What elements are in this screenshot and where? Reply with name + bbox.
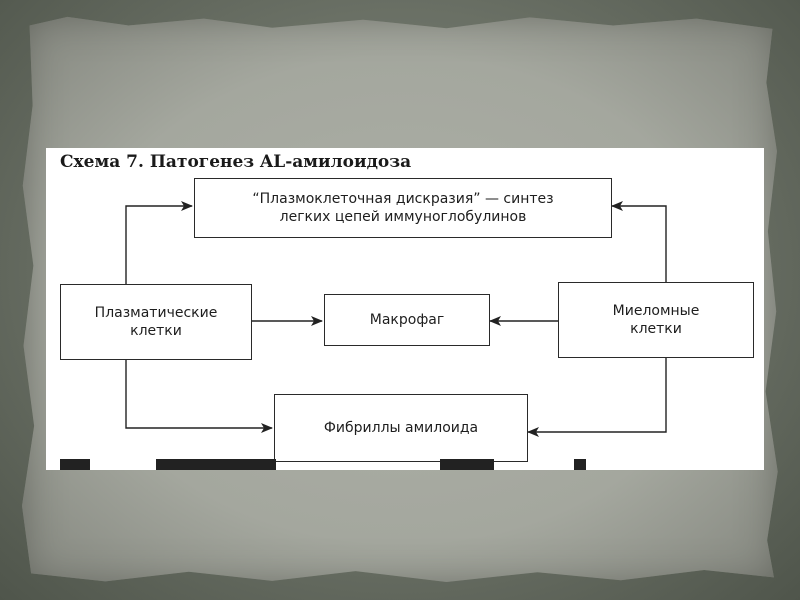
edge-myeloma-to-fibrils bbox=[527, 358, 667, 437]
node-dyscrasia-line-1: “Плазмоклеточная дискразия” — синтез bbox=[252, 190, 554, 207]
node-dyscrasia: “Плазмоклеточная дискразия” — синтез лег… bbox=[194, 178, 612, 238]
node-fibrils: Фибриллы амилоида bbox=[274, 394, 528, 462]
node-macrophage: Макрофаг bbox=[324, 294, 490, 346]
cropped-text-line bbox=[60, 459, 620, 470]
node-plasma-cells-line-1: Плазматические bbox=[94, 304, 218, 321]
node-myeloma-cells-line-2: клетки bbox=[630, 321, 682, 337]
diagram-figure: Схема 7. Патогенез AL-амилоидоза “Плазмо… bbox=[46, 148, 764, 470]
node-plasma-cells-line-2: клетки bbox=[130, 323, 182, 339]
edge-myeloma-to-dyscrasia bbox=[611, 201, 667, 282]
node-macrophage-line-1: Макрофаг bbox=[369, 311, 445, 328]
edge-plasma-to-dyscrasia bbox=[125, 201, 193, 284]
node-myeloma-cells-line-1: Миеломные bbox=[612, 302, 700, 319]
diagram-connectors bbox=[125, 201, 667, 437]
edge-plasma-to-fibrils bbox=[125, 360, 273, 433]
node-fibrils-line-1: Фибриллы амилоида bbox=[323, 419, 479, 436]
node-myeloma-cells: Миеломные клетки bbox=[558, 282, 754, 358]
diagram-title: Схема 7. Патогенез AL-амилоидоза bbox=[60, 152, 412, 172]
node-plasma-cells: Плазматические клетки bbox=[60, 284, 252, 360]
node-dyscrasia-line-2: легких цепей иммуноглобулинов bbox=[279, 209, 527, 225]
